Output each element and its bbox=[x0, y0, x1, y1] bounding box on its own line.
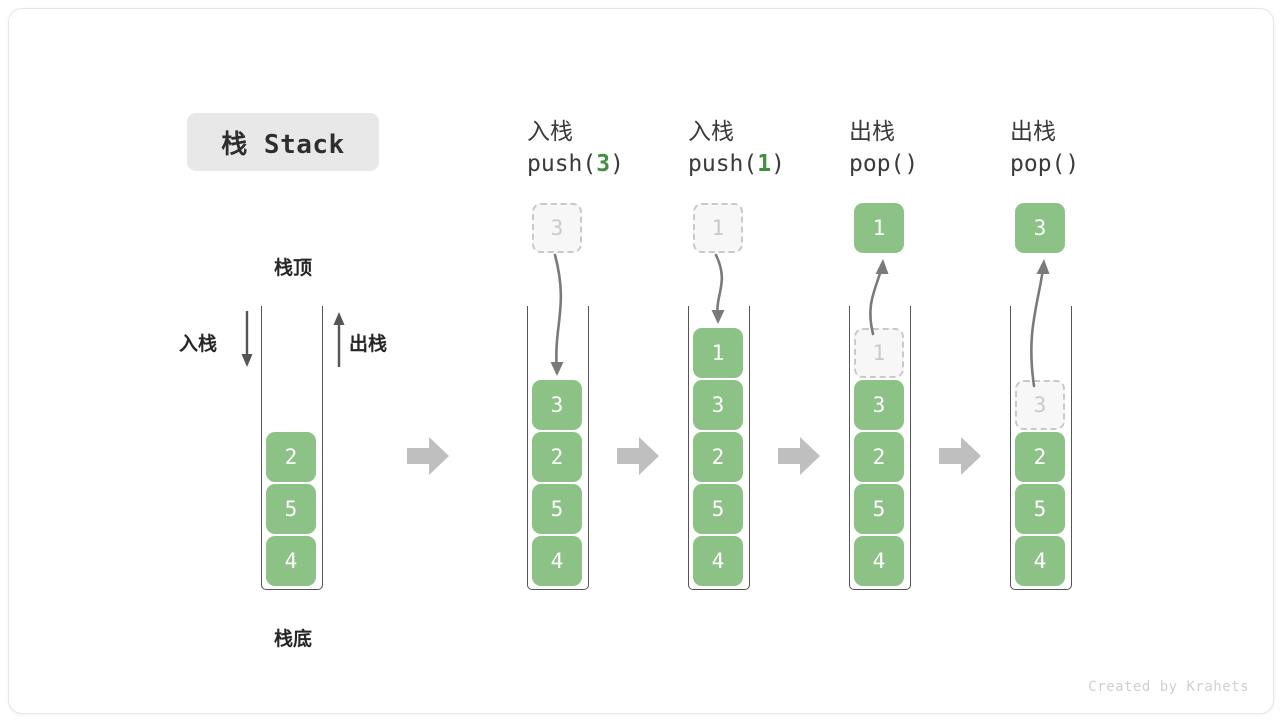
page-title: 栈 Stack bbox=[221, 129, 345, 160]
step-operation-label: 入栈 bbox=[527, 119, 573, 145]
call-prefix: pop( bbox=[1010, 151, 1066, 177]
pending-push-element: 1 bbox=[693, 203, 743, 253]
call-prefix: pop( bbox=[849, 151, 905, 177]
stack-cell: 2 bbox=[693, 432, 743, 482]
step-operation-label: 出栈 bbox=[1010, 119, 1056, 145]
stack-cell: 5 bbox=[532, 484, 582, 534]
pop-motion-arrow-icon bbox=[869, 259, 889, 336]
stack-cell: 5 bbox=[854, 484, 904, 534]
stack-cell: 2 bbox=[854, 432, 904, 482]
popped-element: 1 bbox=[854, 203, 904, 253]
step-operation-label: 入栈 bbox=[688, 119, 734, 145]
push-direction-label: 入栈 bbox=[179, 333, 218, 355]
stack-cell: 4 bbox=[532, 536, 582, 586]
stack-cell: 3 bbox=[693, 380, 743, 430]
flow-arrow-icon-3 bbox=[778, 437, 820, 475]
pop-direction-arrow-icon bbox=[333, 312, 345, 367]
stack-top-label: 栈顶 bbox=[273, 257, 312, 279]
flow-arrow-icon-4 bbox=[939, 437, 981, 475]
stack-cell: 3 bbox=[532, 380, 582, 430]
step-call-label: push(1) bbox=[688, 147, 868, 181]
push-motion-arrow-icon bbox=[550, 253, 564, 376]
flow-arrow-icon-1 bbox=[407, 437, 449, 475]
left-stack-container bbox=[261, 306, 323, 590]
vacated-slot: 1 bbox=[854, 328, 904, 378]
stack-container-push-3 bbox=[527, 306, 589, 590]
call-argument: 1 bbox=[757, 151, 772, 177]
call-argument: 3 bbox=[596, 151, 611, 177]
call-suffix: ) bbox=[610, 151, 624, 177]
stack-cell: 5 bbox=[693, 484, 743, 534]
stack-container-push-1 bbox=[688, 306, 750, 590]
stack-cell: 2 bbox=[532, 432, 582, 482]
step-operation-label: 出栈 bbox=[849, 119, 895, 145]
stack-bottom-label: 栈底 bbox=[273, 628, 312, 650]
stack-container-pop-3 bbox=[1010, 306, 1072, 590]
stack-cell: 3 bbox=[854, 380, 904, 430]
stack-container-pop-1 bbox=[849, 306, 911, 590]
popped-element: 3 bbox=[1015, 203, 1065, 253]
pop-direction-label: 出栈 bbox=[349, 333, 388, 355]
call-suffix: ) bbox=[1065, 151, 1080, 177]
flow-arrow-icon-2 bbox=[617, 437, 659, 475]
stack-cell: 4 bbox=[266, 536, 316, 586]
call-prefix: push( bbox=[527, 151, 597, 177]
call-prefix: push( bbox=[688, 151, 758, 177]
stack-cell: 4 bbox=[1015, 536, 1065, 586]
stack-cell: 5 bbox=[1015, 484, 1065, 534]
call-suffix: ) bbox=[771, 151, 785, 177]
pop-motion-arrow-icon bbox=[1030, 259, 1050, 388]
step-call-label: pop() bbox=[849, 147, 1029, 181]
stack-cell: 2 bbox=[1015, 432, 1065, 482]
stack-cell: 2 bbox=[266, 432, 316, 482]
call-suffix: ) bbox=[904, 151, 919, 177]
diagram-title-chip: 栈 Stack bbox=[187, 113, 379, 171]
pending-push-element: 3 bbox=[532, 203, 582, 253]
vacated-slot: 3 bbox=[1015, 380, 1065, 430]
step-call-label: pop() bbox=[1010, 147, 1190, 181]
stack-cell: 5 bbox=[266, 484, 316, 534]
push-motion-arrow-icon bbox=[711, 253, 725, 324]
step-call-label: push(3) bbox=[527, 147, 707, 181]
stack-cell: 1 bbox=[693, 328, 743, 378]
push-direction-arrow-icon bbox=[241, 311, 253, 367]
stack-cell: 4 bbox=[693, 536, 743, 586]
attribution-footer: Created by Krahets bbox=[1088, 679, 1249, 695]
stack-cell: 4 bbox=[854, 536, 904, 586]
